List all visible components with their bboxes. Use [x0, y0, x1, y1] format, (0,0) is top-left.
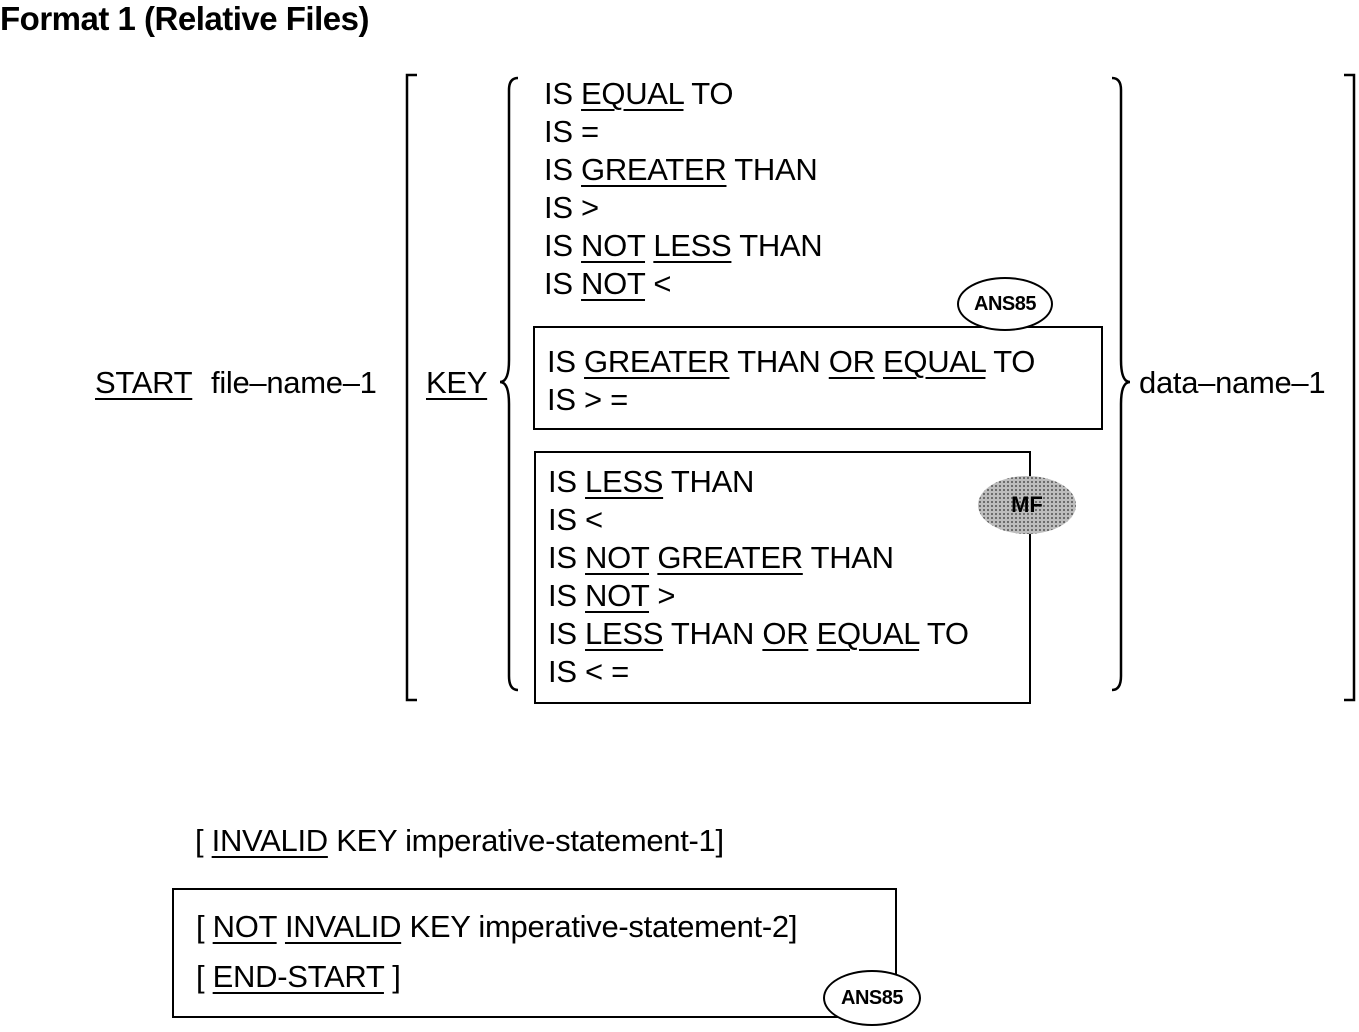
- reserved-word: NOT: [585, 578, 650, 613]
- syntax-token: imperative-statement-2]: [478, 909, 798, 944]
- syntax-token: IS: [544, 266, 573, 301]
- syntax-token: IS: [548, 616, 577, 651]
- syntax-token: ]: [392, 959, 401, 994]
- syntax-token: KEY: [409, 909, 471, 944]
- syntax-token: IS: [547, 344, 576, 379]
- syntax-token: IS: [544, 76, 573, 111]
- not-invalid-key-clause: [ NOT INVALID KEY imperative-statement-2…: [196, 908, 797, 946]
- reserved-word: LESS: [585, 464, 664, 499]
- reserved-word: LESS: [585, 616, 664, 651]
- syntax-token: IS: [544, 190, 573, 225]
- syntax-token: >: [657, 578, 676, 613]
- reserved-word: OR: [828, 344, 875, 379]
- syntax-token: IS: [544, 152, 573, 187]
- condition-line: IS NOT GREATER THAN: [548, 539, 894, 577]
- syntax-token: THAN: [670, 616, 755, 651]
- reserved-word: NOT: [212, 909, 277, 944]
- reserved-word: GREATER: [657, 540, 803, 575]
- condition-line: IS >: [544, 189, 599, 227]
- syntax-token: TO: [691, 76, 734, 111]
- condition-line: IS > =: [547, 381, 628, 419]
- syntax-token: [: [196, 909, 205, 944]
- syntax-token: =: [611, 654, 629, 689]
- condition-line: IS <: [548, 501, 603, 539]
- reserved-word: NOT: [581, 266, 646, 301]
- mf-badge: MF: [978, 476, 1076, 534]
- reserved-word: LESS: [653, 228, 732, 263]
- mf-conditions-box: IS LESS THAN IS < IS NOT GREATER THAN IS…: [534, 451, 1031, 704]
- reserved-word: END-START: [212, 959, 385, 994]
- syntax-token: [: [196, 959, 205, 994]
- syntax-token: THAN: [734, 152, 818, 187]
- end-start-clause: [ END-START ]: [196, 958, 401, 996]
- syntax-token: IS: [548, 578, 577, 613]
- syntax-token: >: [584, 382, 602, 417]
- syntax-token: =: [581, 114, 599, 149]
- condition-line: IS GREATER THAN OR EQUAL TO: [547, 343, 1035, 381]
- ans85-badge: ANS85: [957, 277, 1053, 331]
- reserved-word: EQUAL: [816, 616, 920, 651]
- syntax-token: =: [610, 382, 628, 417]
- syntax-token: IS: [548, 502, 577, 537]
- reserved-word: INVALID: [211, 823, 329, 858]
- reserved-word: OR: [762, 616, 809, 651]
- syntax-token: imperative-statement-1]: [405, 823, 724, 858]
- syntax-token: IS: [548, 464, 577, 499]
- ans85-clauses-box: [ NOT INVALID KEY imperative-statement-2…: [172, 888, 897, 1018]
- condition-line: IS < =: [548, 653, 629, 691]
- reserved-word: EQUAL: [883, 344, 986, 379]
- condition-line: IS NOT >: [548, 577, 675, 615]
- data-name-operand: data–name–1: [1139, 365, 1326, 400]
- ans85-conditions-box: IS GREATER THAN OR EQUAL TO IS > =: [533, 326, 1103, 430]
- syntax-token: TO: [993, 344, 1036, 379]
- syntax-token: IS: [544, 114, 573, 149]
- syntax-token: >: [581, 190, 599, 225]
- syntax-token: [: [195, 823, 204, 858]
- syntax-token: <: [585, 654, 603, 689]
- syntax-token: IS: [548, 540, 577, 575]
- syntax-token: TO: [926, 616, 969, 651]
- syntax-token: IS: [544, 228, 573, 263]
- syntax-token: THAN: [670, 464, 755, 499]
- condition-line: IS NOT LESS THAN: [544, 227, 823, 265]
- condition-line: IS NOT <: [544, 265, 671, 303]
- start-keyword: START: [95, 365, 193, 400]
- key-keyword: KEY: [426, 365, 488, 400]
- condition-line: IS GREATER THAN: [544, 151, 818, 189]
- condition-line: IS LESS THAN OR EQUAL TO: [548, 615, 969, 653]
- reserved-word: NOT: [585, 540, 650, 575]
- reserved-word: EQUAL: [581, 76, 684, 111]
- invalid-key-clause: [ INVALID KEY imperative-statement-1]: [195, 822, 724, 860]
- condition-line: IS =: [544, 113, 599, 151]
- syntax-token: <: [653, 266, 672, 301]
- syntax-token: THAN: [737, 344, 821, 379]
- condition-line: IS EQUAL TO: [544, 75, 733, 113]
- reserved-word: NOT: [581, 228, 646, 263]
- syntax-token: THAN: [810, 540, 894, 575]
- file-name-operand: file–name–1: [211, 365, 377, 400]
- reserved-word: GREATER: [581, 152, 727, 187]
- reserved-word: GREATER: [584, 344, 730, 379]
- ans85-badge-bottom: ANS85: [823, 970, 921, 1026]
- condition-line: IS LESS THAN: [548, 463, 754, 501]
- syntax-token: IS: [548, 654, 577, 689]
- page-title: Format 1 (Relative Files): [0, 0, 369, 37]
- syntax-token: THAN: [739, 228, 823, 263]
- syntax-token: IS: [547, 382, 576, 417]
- reserved-word: INVALID: [284, 909, 402, 944]
- syntax-token: KEY: [336, 823, 397, 858]
- syntax-token: <: [585, 502, 603, 537]
